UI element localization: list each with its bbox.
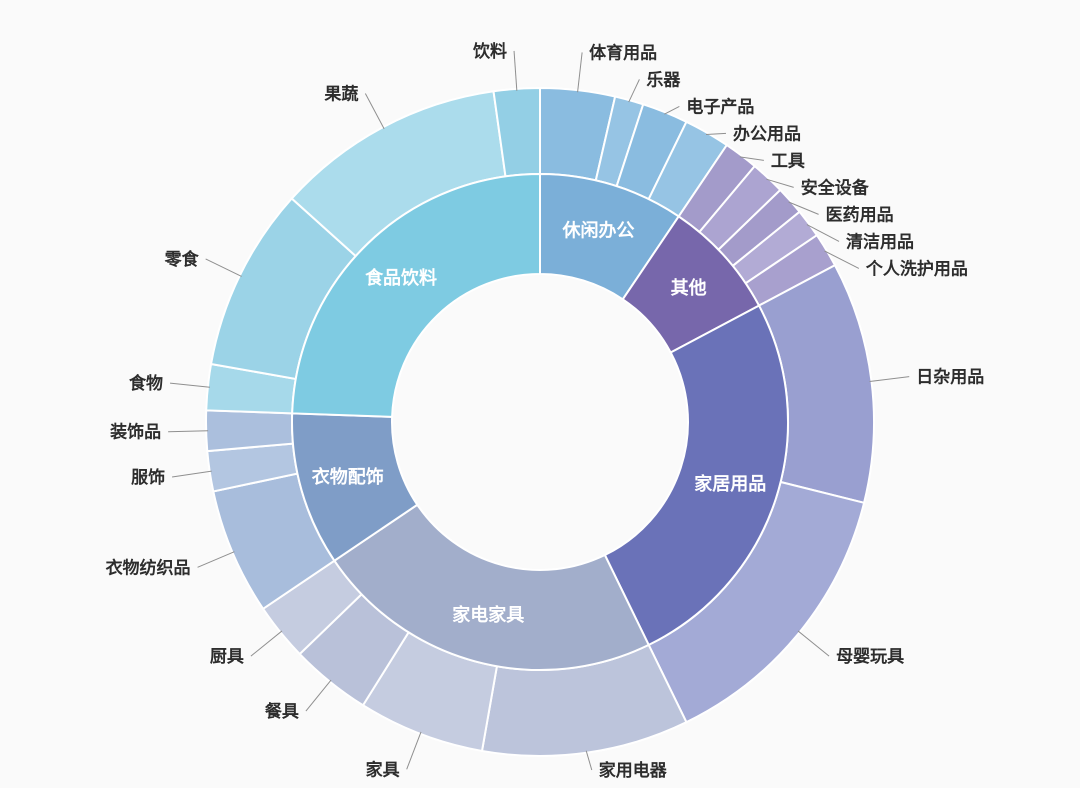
leader-line xyxy=(806,224,840,242)
outer-segment-label: 母婴玩具 xyxy=(836,647,904,667)
leader-line xyxy=(577,52,583,93)
outer-segment-label: 食物 xyxy=(129,373,163,394)
inner-segment-5[interactable] xyxy=(291,172,541,418)
outer-segment-label: 安全设备 xyxy=(801,177,870,198)
leader-line xyxy=(628,79,640,103)
leader-line xyxy=(739,156,764,161)
leader-line xyxy=(168,430,209,433)
leader-line xyxy=(364,93,385,130)
outer-segment-label: 服饰 xyxy=(131,467,165,488)
inner-segment-3[interactable] xyxy=(333,503,651,671)
leader-line xyxy=(305,679,332,712)
outer-segment-label: 医药用品 xyxy=(826,204,894,225)
outer-segment-label: 家用电器 xyxy=(599,760,668,781)
leader-line xyxy=(406,731,422,770)
outer-segment-label: 零食 xyxy=(164,249,200,270)
outer-segment-label: 日杂用品 xyxy=(916,367,984,388)
inner-segment-2[interactable] xyxy=(603,304,789,647)
outer-segment-label: 乐器 xyxy=(646,70,681,90)
leader-line xyxy=(824,250,860,269)
outer-segment-label: 体育用品 xyxy=(589,42,657,63)
leader-line xyxy=(869,376,910,383)
outer-segment-label: 个人洗护用品 xyxy=(865,258,968,279)
outer-segment-label: 厨具 xyxy=(210,647,244,667)
inner-segment-label: 衣物配饰 xyxy=(312,466,384,488)
leader-line xyxy=(766,178,794,188)
leader-line xyxy=(705,132,727,135)
inner-segment-label: 休闲办公 xyxy=(561,220,634,242)
outer-segment-label: 装饰品 xyxy=(109,422,161,443)
inner-segment-label: 其他 xyxy=(671,277,707,299)
leader-line xyxy=(169,382,210,388)
leader-line xyxy=(250,630,283,657)
leader-line xyxy=(197,551,235,568)
outer-segment-label: 家具 xyxy=(366,759,400,780)
inner-segment-label: 食品饮料 xyxy=(364,267,437,289)
outer-segment-4-2[interactable] xyxy=(205,409,295,453)
leader-line xyxy=(664,105,680,115)
outer-segment-label: 衣物纺织品 xyxy=(106,557,191,578)
outer-segment-label: 饮料 xyxy=(472,41,507,62)
leader-line xyxy=(172,470,212,478)
leader-line xyxy=(585,750,593,771)
outer-segment-label: 电子产品 xyxy=(686,96,754,117)
leader-line xyxy=(788,201,819,215)
outer-segment-label: 办公用品 xyxy=(733,123,801,144)
leader-line xyxy=(513,50,518,91)
outer-segment-label: 果蔬 xyxy=(324,85,358,105)
inner-segment-label: 家居用品 xyxy=(694,473,766,495)
inner-segment-label: 家电家具 xyxy=(452,604,524,626)
outer-segment-label: 清洁用品 xyxy=(846,231,914,252)
leader-line xyxy=(797,630,830,657)
leader-line xyxy=(205,258,242,277)
outer-segment-label: 餐具 xyxy=(265,701,299,722)
outer-segment-label: 工具 xyxy=(771,151,805,171)
